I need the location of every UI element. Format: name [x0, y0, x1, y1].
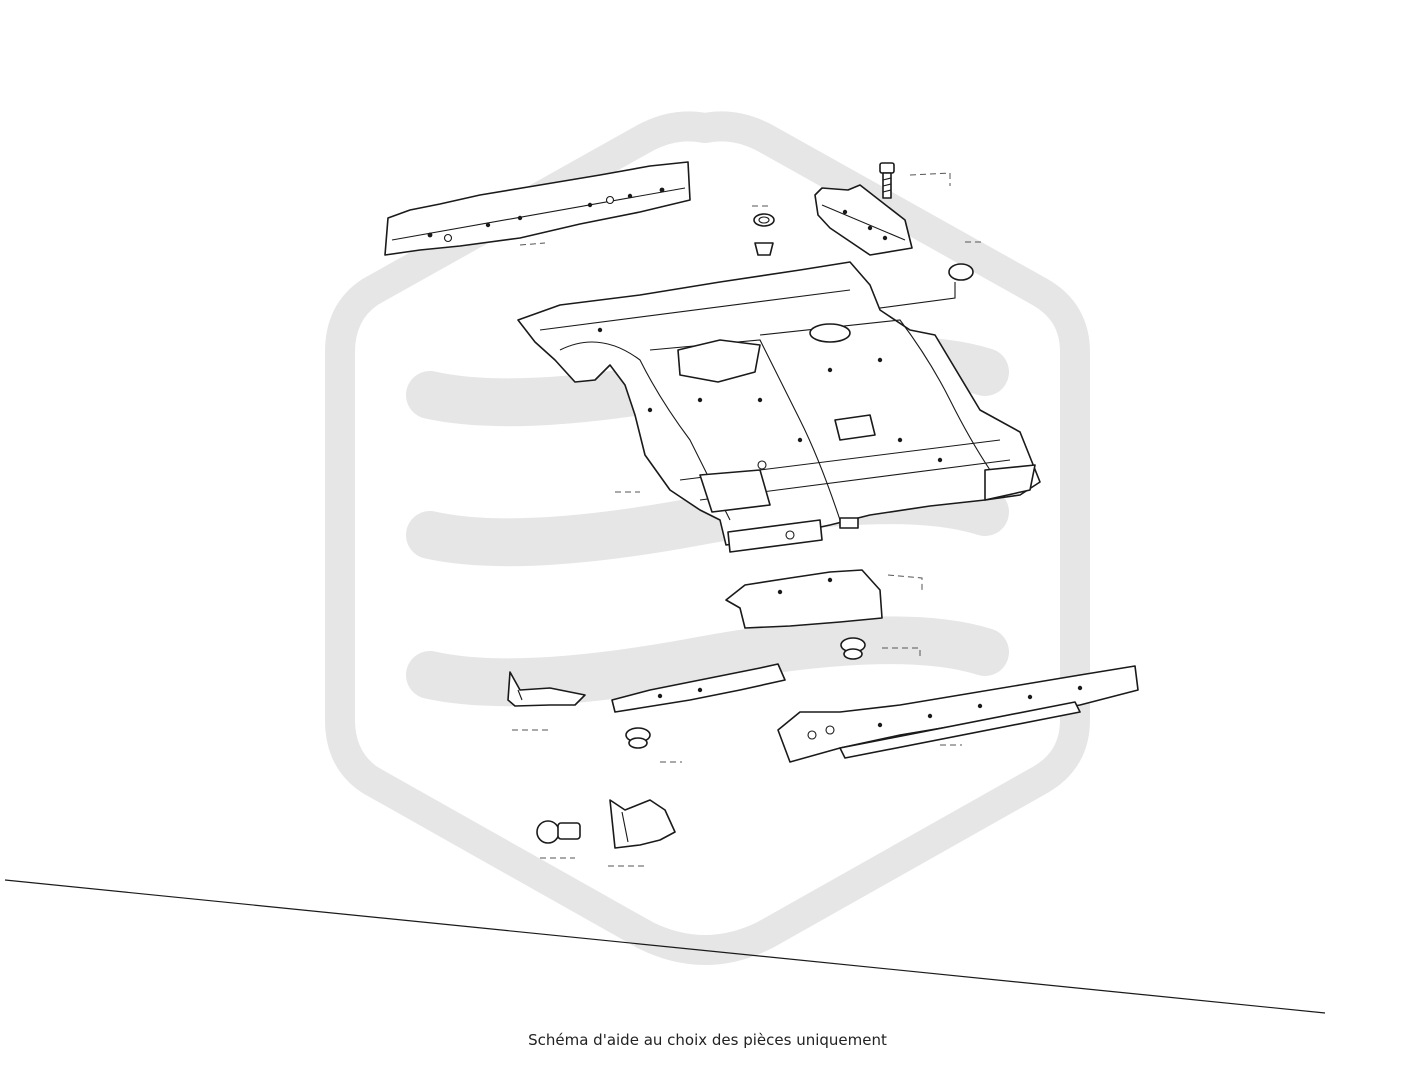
bolt-icon — [879, 162, 951, 199]
clip-icon — [752, 205, 775, 256]
main-floor-pan — [517, 261, 1041, 553]
left-front-bracket — [507, 671, 586, 731]
lower-bracket — [608, 799, 676, 867]
ground-line — [4, 879, 1326, 1014]
nut-icon — [840, 637, 921, 660]
nut-icon — [625, 727, 682, 763]
tunnel-reinforcement — [725, 569, 923, 629]
hexagon-logo-watermark — [325, 111, 1090, 965]
diagram-caption: Schéma d'aide au choix des pièces unique… — [528, 1031, 887, 1049]
upper-right-bracket — [814, 184, 985, 256]
upper-left-crossmember — [384, 161, 691, 256]
bolt-icon — [536, 820, 581, 859]
right-side-sill — [777, 665, 1139, 763]
left-floor-rail — [611, 663, 786, 713]
